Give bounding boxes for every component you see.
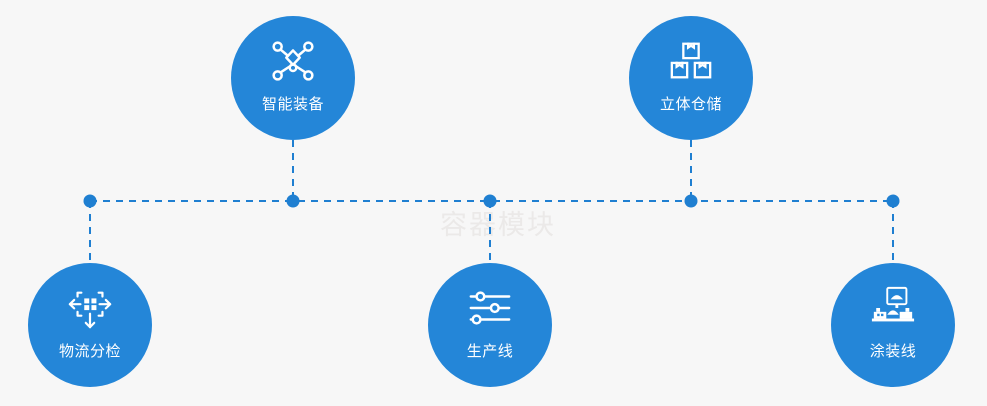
node-label-painting-line: 涂装线 xyxy=(869,342,917,360)
node-smart-equipment[interactable]: 智能装备 xyxy=(231,16,355,140)
stacked-boxes-icon xyxy=(668,38,714,84)
dot-warehouse[interactable] xyxy=(684,194,698,208)
node-label-logistics-sorting: 物流分检 xyxy=(58,342,121,360)
node-label-warehouse: 立体仓储 xyxy=(659,95,722,113)
node-production-line[interactable]: 生产线 xyxy=(428,263,552,387)
dot-logistics[interactable] xyxy=(83,194,97,208)
dot-smart-equipment[interactable] xyxy=(286,194,300,208)
dot-production-line[interactable] xyxy=(483,194,497,208)
node-label-production-line: 生产线 xyxy=(466,342,514,360)
sliders-icon xyxy=(467,285,513,331)
node-label-smart-equipment: 智能装备 xyxy=(261,95,324,113)
network-nodes-icon xyxy=(270,38,316,84)
dot-painting-line[interactable] xyxy=(886,194,900,208)
node-logistics-sorting[interactable]: 物流分检 xyxy=(28,263,152,387)
node-painting-line[interactable]: 涂装线 xyxy=(831,263,955,387)
node-warehouse[interactable]: 立体仓储 xyxy=(629,16,753,140)
paint-booth-icon xyxy=(870,285,916,331)
sorting-arrows-icon xyxy=(67,285,113,331)
